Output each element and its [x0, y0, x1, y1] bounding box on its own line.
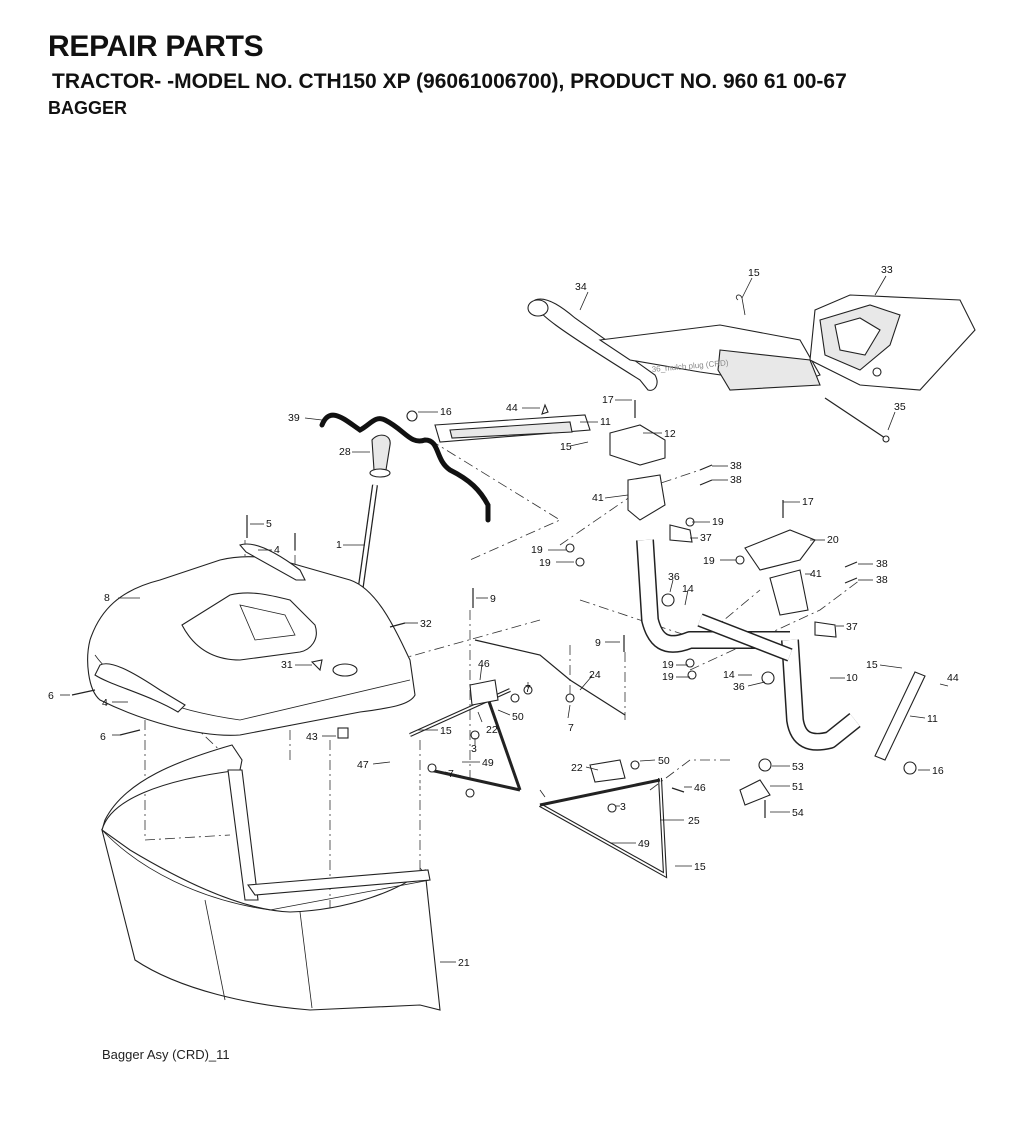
callout-50: 50	[512, 711, 524, 723]
callout-39: 39	[288, 412, 300, 424]
callout-37: 37	[700, 532, 712, 544]
callout-15: 15	[748, 267, 760, 279]
callout-36b: 36	[733, 681, 745, 693]
figure-caption: Bagger Asy (CRD)_11	[102, 1047, 230, 1062]
callout-38d: 38	[876, 574, 888, 586]
bagger-cover	[87, 543, 416, 736]
callout-15b: 15	[560, 441, 572, 453]
callout-38b: 38	[730, 474, 742, 486]
callout-46: 46	[478, 658, 490, 670]
callout-36: 36	[668, 571, 680, 583]
callout-19d: 19	[703, 555, 715, 567]
callout-50b: 50	[658, 755, 670, 767]
callout-22: 22	[486, 724, 498, 736]
bagger-frame	[391, 639, 668, 879]
callout-1: 1	[336, 539, 342, 551]
callout-17b: 17	[802, 496, 814, 508]
callouts: 34 15 33 35 17 44 11 16 12 15 39 28 38 3…	[48, 264, 959, 969]
callout-19f: 19	[662, 671, 674, 683]
callout-16: 16	[440, 406, 452, 418]
callout-14: 14	[682, 583, 694, 595]
callout-7c: 7	[448, 768, 454, 780]
callout-15e: 15	[694, 861, 706, 873]
page-title: REPAIR PARTS	[48, 30, 264, 63]
page-subtitle: TRACTOR- -MODEL NO. CTH150 XP (960610067…	[52, 70, 847, 93]
callout-9: 9	[490, 593, 496, 605]
callout-15c: 15	[866, 659, 878, 671]
callout-6b: 6	[100, 731, 106, 743]
callout-44: 44	[506, 402, 518, 414]
callout-4b: 4	[102, 697, 108, 709]
callout-6: 6	[48, 690, 54, 702]
callout-7: 7	[525, 683, 531, 695]
callout-7b: 7	[568, 722, 574, 734]
callout-38: 38	[730, 460, 742, 472]
fasteners	[71, 400, 917, 818]
callout-47: 47	[357, 759, 369, 771]
callout-33: 33	[881, 264, 893, 276]
callout-46b: 46	[694, 782, 706, 794]
grass-bag	[101, 744, 441, 1011]
callout-32: 32	[420, 618, 432, 630]
handle-rod	[319, 412, 491, 523]
callout-28: 28	[339, 446, 351, 458]
leader-lines	[60, 275, 949, 963]
callout-41: 41	[592, 492, 604, 504]
callout-41b: 41	[810, 568, 822, 580]
callout-49: 49	[482, 757, 494, 769]
callout-12: 12	[664, 428, 676, 440]
callout-4: 4	[274, 544, 280, 556]
callout-53: 53	[792, 761, 804, 773]
callout-38c: 38	[876, 558, 888, 570]
callout-37b: 37	[846, 621, 858, 633]
callout-11b: 11	[927, 713, 938, 725]
callout-3: 3	[471, 743, 477, 755]
callout-5: 5	[266, 518, 272, 530]
callout-19c: 19	[539, 557, 551, 569]
callout-19: 19	[712, 516, 724, 528]
callout-44b: 44	[947, 672, 959, 684]
callout-10: 10	[846, 672, 858, 684]
callout-19e: 19	[662, 659, 674, 671]
callout-24: 24	[589, 669, 601, 681]
callout-31: 31	[281, 659, 293, 671]
callout-19b: 19	[531, 544, 543, 556]
callout-9b: 9	[595, 637, 601, 649]
callout-25: 25	[688, 815, 700, 827]
callout-11: 11	[600, 416, 611, 428]
callout-34: 34	[575, 281, 587, 293]
callout-54: 54	[792, 807, 804, 819]
callout-22b: 22	[571, 762, 583, 774]
lift-arm-assembly	[636, 539, 861, 751]
mulch-plug-assembly	[527, 294, 976, 443]
callout-15d: 15	[440, 725, 452, 737]
section-title: BAGGER	[48, 98, 128, 118]
brackets	[434, 414, 926, 806]
callout-35: 35	[894, 401, 906, 413]
callout-17: 17	[602, 394, 614, 406]
callout-21: 21	[458, 957, 470, 969]
callout-43: 43	[306, 731, 318, 743]
callout-51: 51	[792, 781, 804, 793]
callout-3b: 3	[620, 801, 626, 813]
callout-16b: 16	[932, 765, 944, 777]
callout-20: 20	[827, 534, 839, 546]
callout-49b: 49	[638, 838, 650, 850]
callout-14b: 14	[723, 669, 735, 681]
callout-8: 8	[104, 592, 110, 604]
